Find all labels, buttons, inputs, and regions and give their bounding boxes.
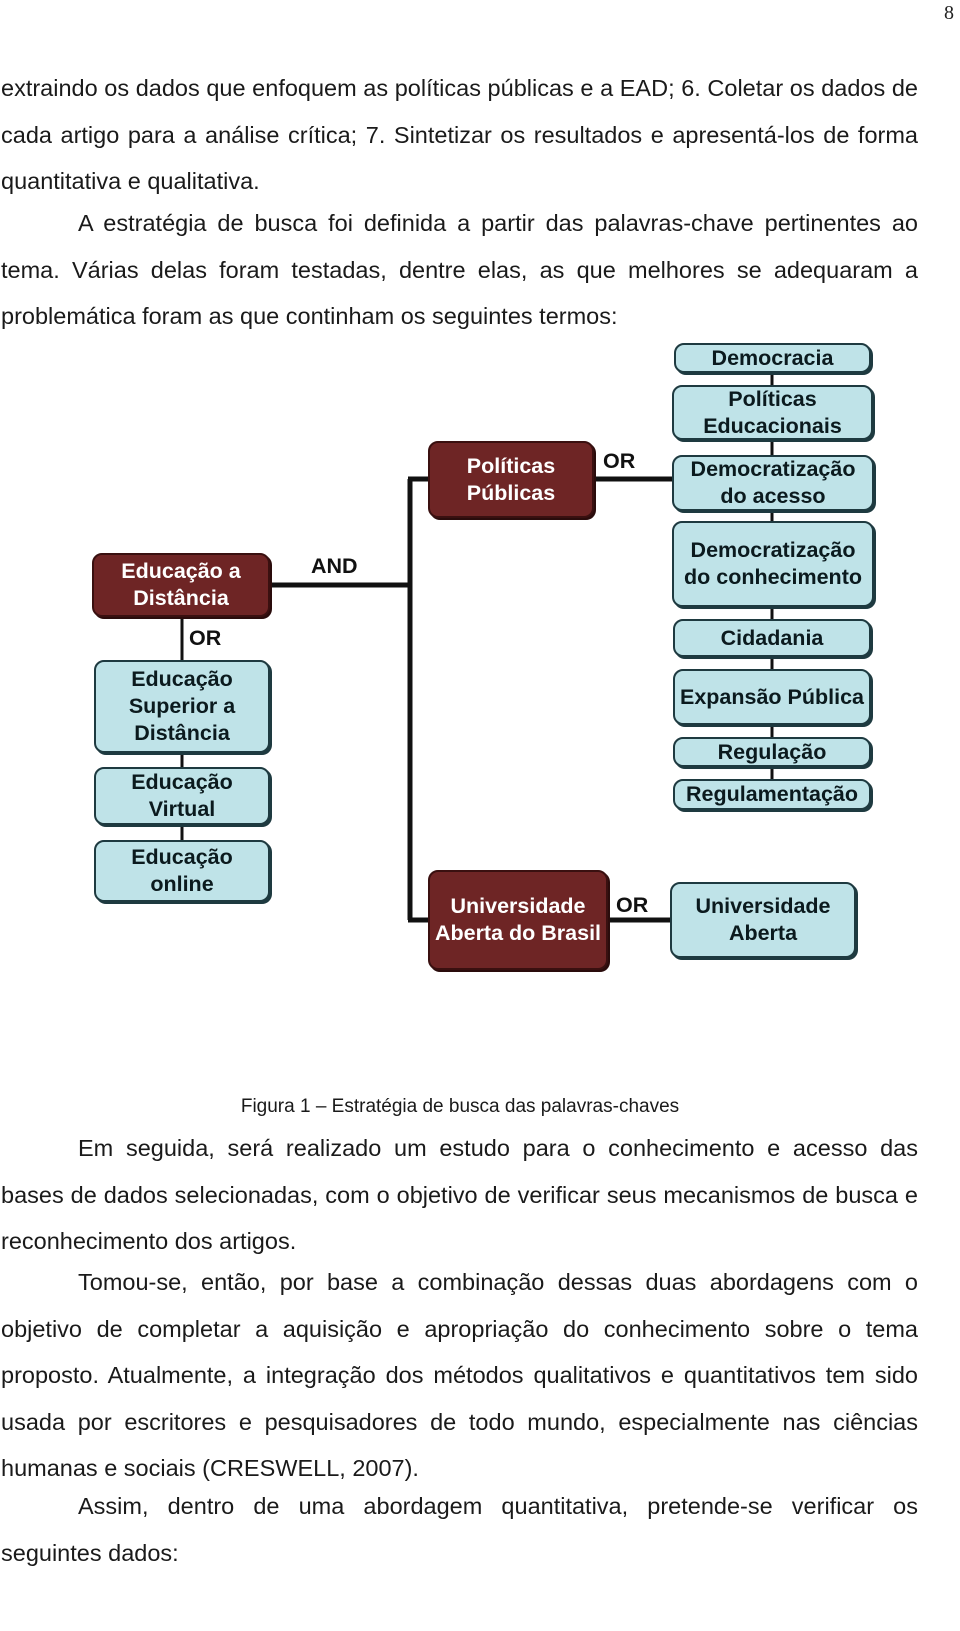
search-strategy-diagram: Educação a Distância OR Educação Superio… <box>0 335 960 1055</box>
term-educacao-superior-a-distancia: Educação Superior a Distância <box>94 660 270 753</box>
paragraph: Em seguida, será realizado um estudo par… <box>1 1135 918 1254</box>
term-politicas-educacionais: Políticas Educacionais <box>672 385 873 440</box>
term-universidade-aberta-do-brasil: Universidade Aberta do Brasil <box>428 870 608 970</box>
term-educacao-a-distancia: Educação a Distância <box>92 553 270 617</box>
or-connector-left: OR <box>189 626 222 650</box>
paragraph: Assim, dentro de uma abordagem quantitat… <box>1 1493 918 1566</box>
paragraph: Tomou-se, então, por base a combinação d… <box>1 1269 918 1481</box>
term-democratizacao-do-conhecimento: Democratização do conhecimento <box>672 521 874 607</box>
term-regulamentacao: Regulamentação <box>673 779 871 810</box>
figure-caption: Figura 1 – Estratégia de busca das palav… <box>240 1096 680 1117</box>
paragraph: A estratégia de busca foi definida a par… <box>1 210 918 329</box>
term-universidade-aberta: Universidade Aberta <box>670 882 856 958</box>
term-educacao-virtual: Educação Virtual <box>94 767 270 825</box>
term-politicas-publicas: Políticas Públicas <box>428 441 594 518</box>
term-educacao-online: Educação online <box>94 840 270 902</box>
term-expansao-publica: Expansão Pública <box>673 669 871 725</box>
term-democracia: Democracia <box>674 343 871 373</box>
term-cidadania: Cidadania <box>673 619 871 657</box>
or-connector-top: OR <box>603 449 636 473</box>
or-connector-bottom: OR <box>616 893 649 917</box>
paragraph: extraindo os dados que enfoquem as polít… <box>1 75 918 194</box>
term-regulacao: Regulação <box>673 737 871 767</box>
term-democratizacao-do-acesso: Democratização do acesso <box>672 455 874 511</box>
diagram-connectors <box>180 373 774 923</box>
page-number: 8 <box>944 2 954 24</box>
and-connector: AND <box>311 554 358 578</box>
